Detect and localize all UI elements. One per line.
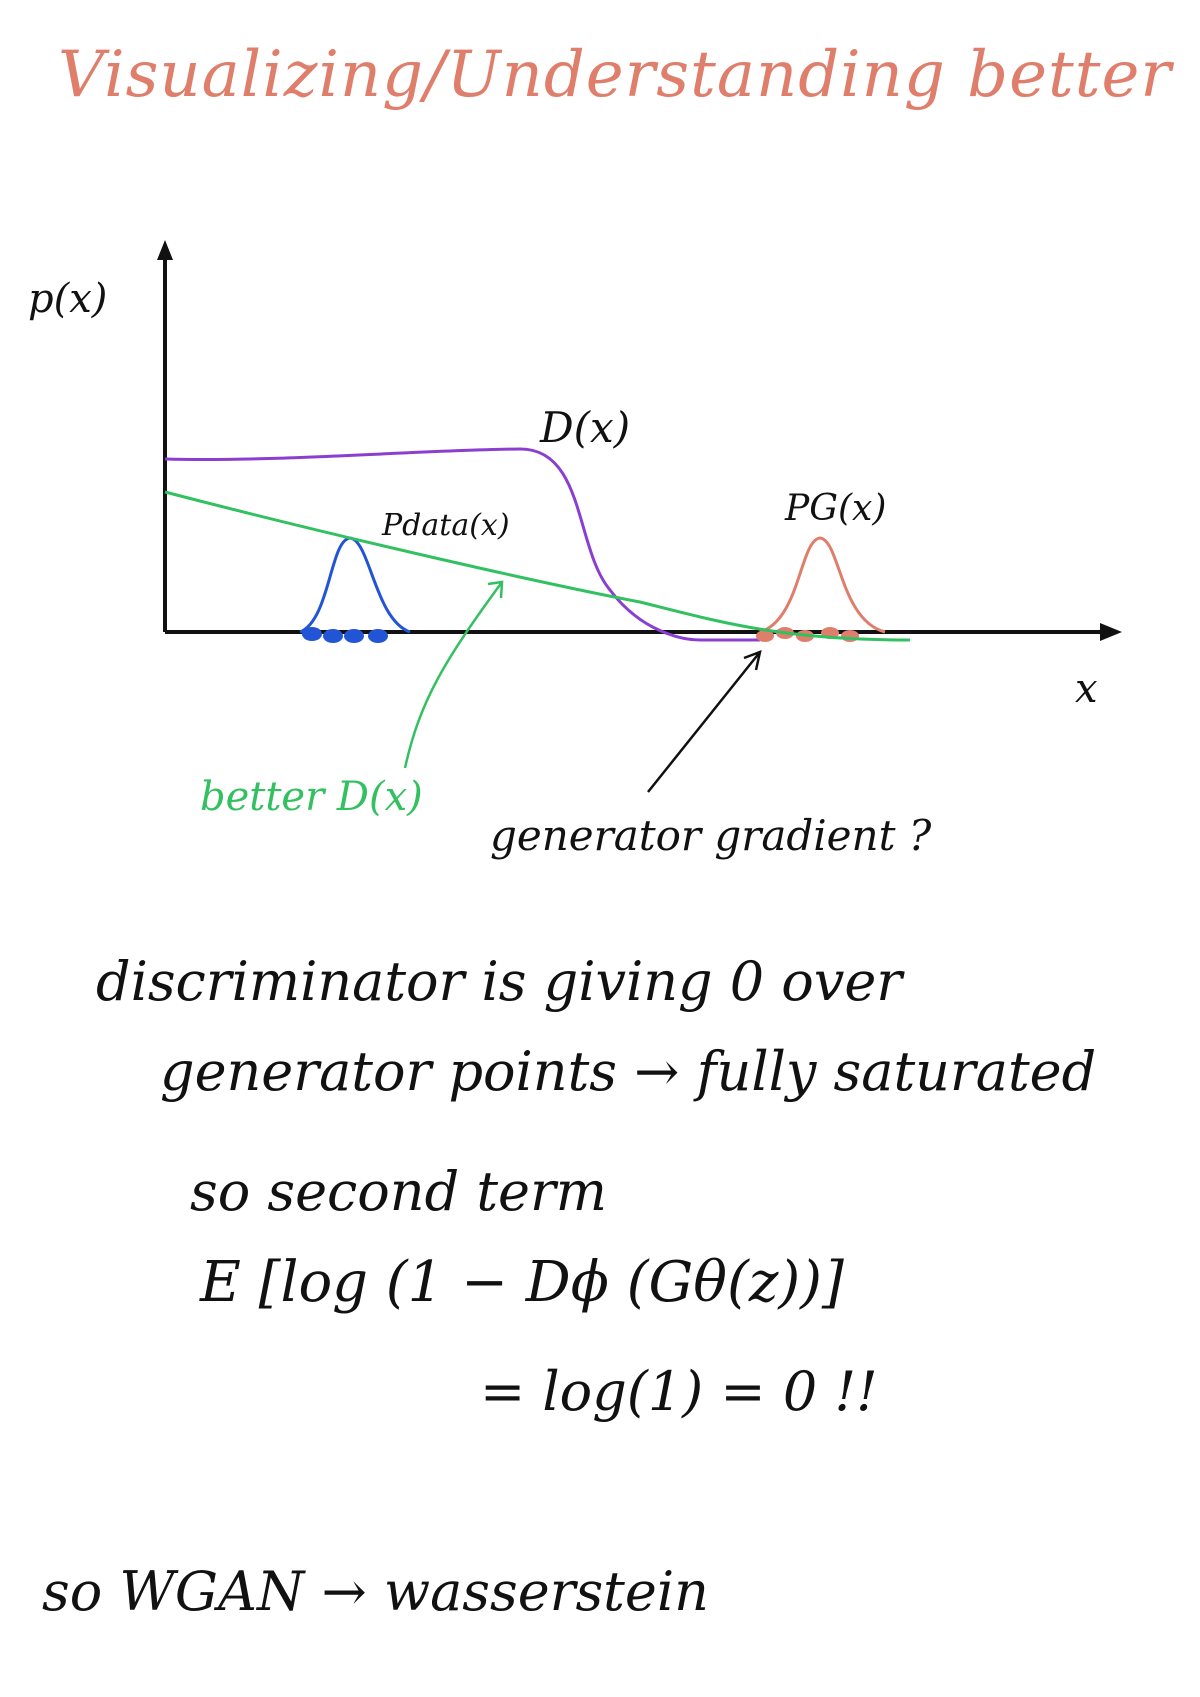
p-data-label: Pdata(x) — [381, 508, 510, 543]
gradient-arrow — [647, 650, 762, 793]
p-data-sample — [344, 629, 364, 643]
gan-diagram: p(x) x D(x) Pdata(x) PG(x) better D(x) — [28, 240, 1122, 860]
p-g-label: PG(x) — [784, 488, 886, 529]
y-axis-label: p(x) — [28, 276, 107, 322]
p-data-samples — [302, 627, 388, 643]
note-line-3: so second term — [190, 1160, 607, 1223]
y-axis-arrowhead — [157, 240, 173, 260]
discriminator-label: D(x) — [539, 403, 630, 452]
expectation-term: E [log (1 − Dϕ (Gθ(z))] — [200, 1250, 844, 1315]
note-line-1: discriminator is giving 0 over — [96, 950, 903, 1013]
log-result: = log(1) = 0 !! — [480, 1360, 878, 1423]
better-discriminator-label: better D(x) — [200, 774, 423, 820]
gradient-annotation: generator gradient ? — [490, 811, 932, 860]
p-g-curve — [759, 536, 886, 634]
axes — [157, 240, 1122, 641]
page-title: Visualizing/Understanding better — [58, 38, 1172, 112]
p-data-sample — [302, 627, 322, 641]
x-axis-label: x — [1075, 666, 1098, 712]
note-line-6: so WGAN → wasserstein — [42, 1560, 709, 1623]
p-g-sample — [756, 630, 774, 642]
x-axis-arrowhead — [1100, 623, 1122, 641]
better-discriminator-arrow — [403, 580, 504, 769]
better-discriminator-curve — [164, 490, 911, 642]
discriminator-curve — [164, 447, 760, 642]
p-data-sample — [368, 629, 388, 643]
note-line-2: generator points → fully saturated — [160, 1040, 1097, 1103]
p-data-curve — [299, 536, 411, 634]
p-data-sample — [323, 629, 343, 643]
